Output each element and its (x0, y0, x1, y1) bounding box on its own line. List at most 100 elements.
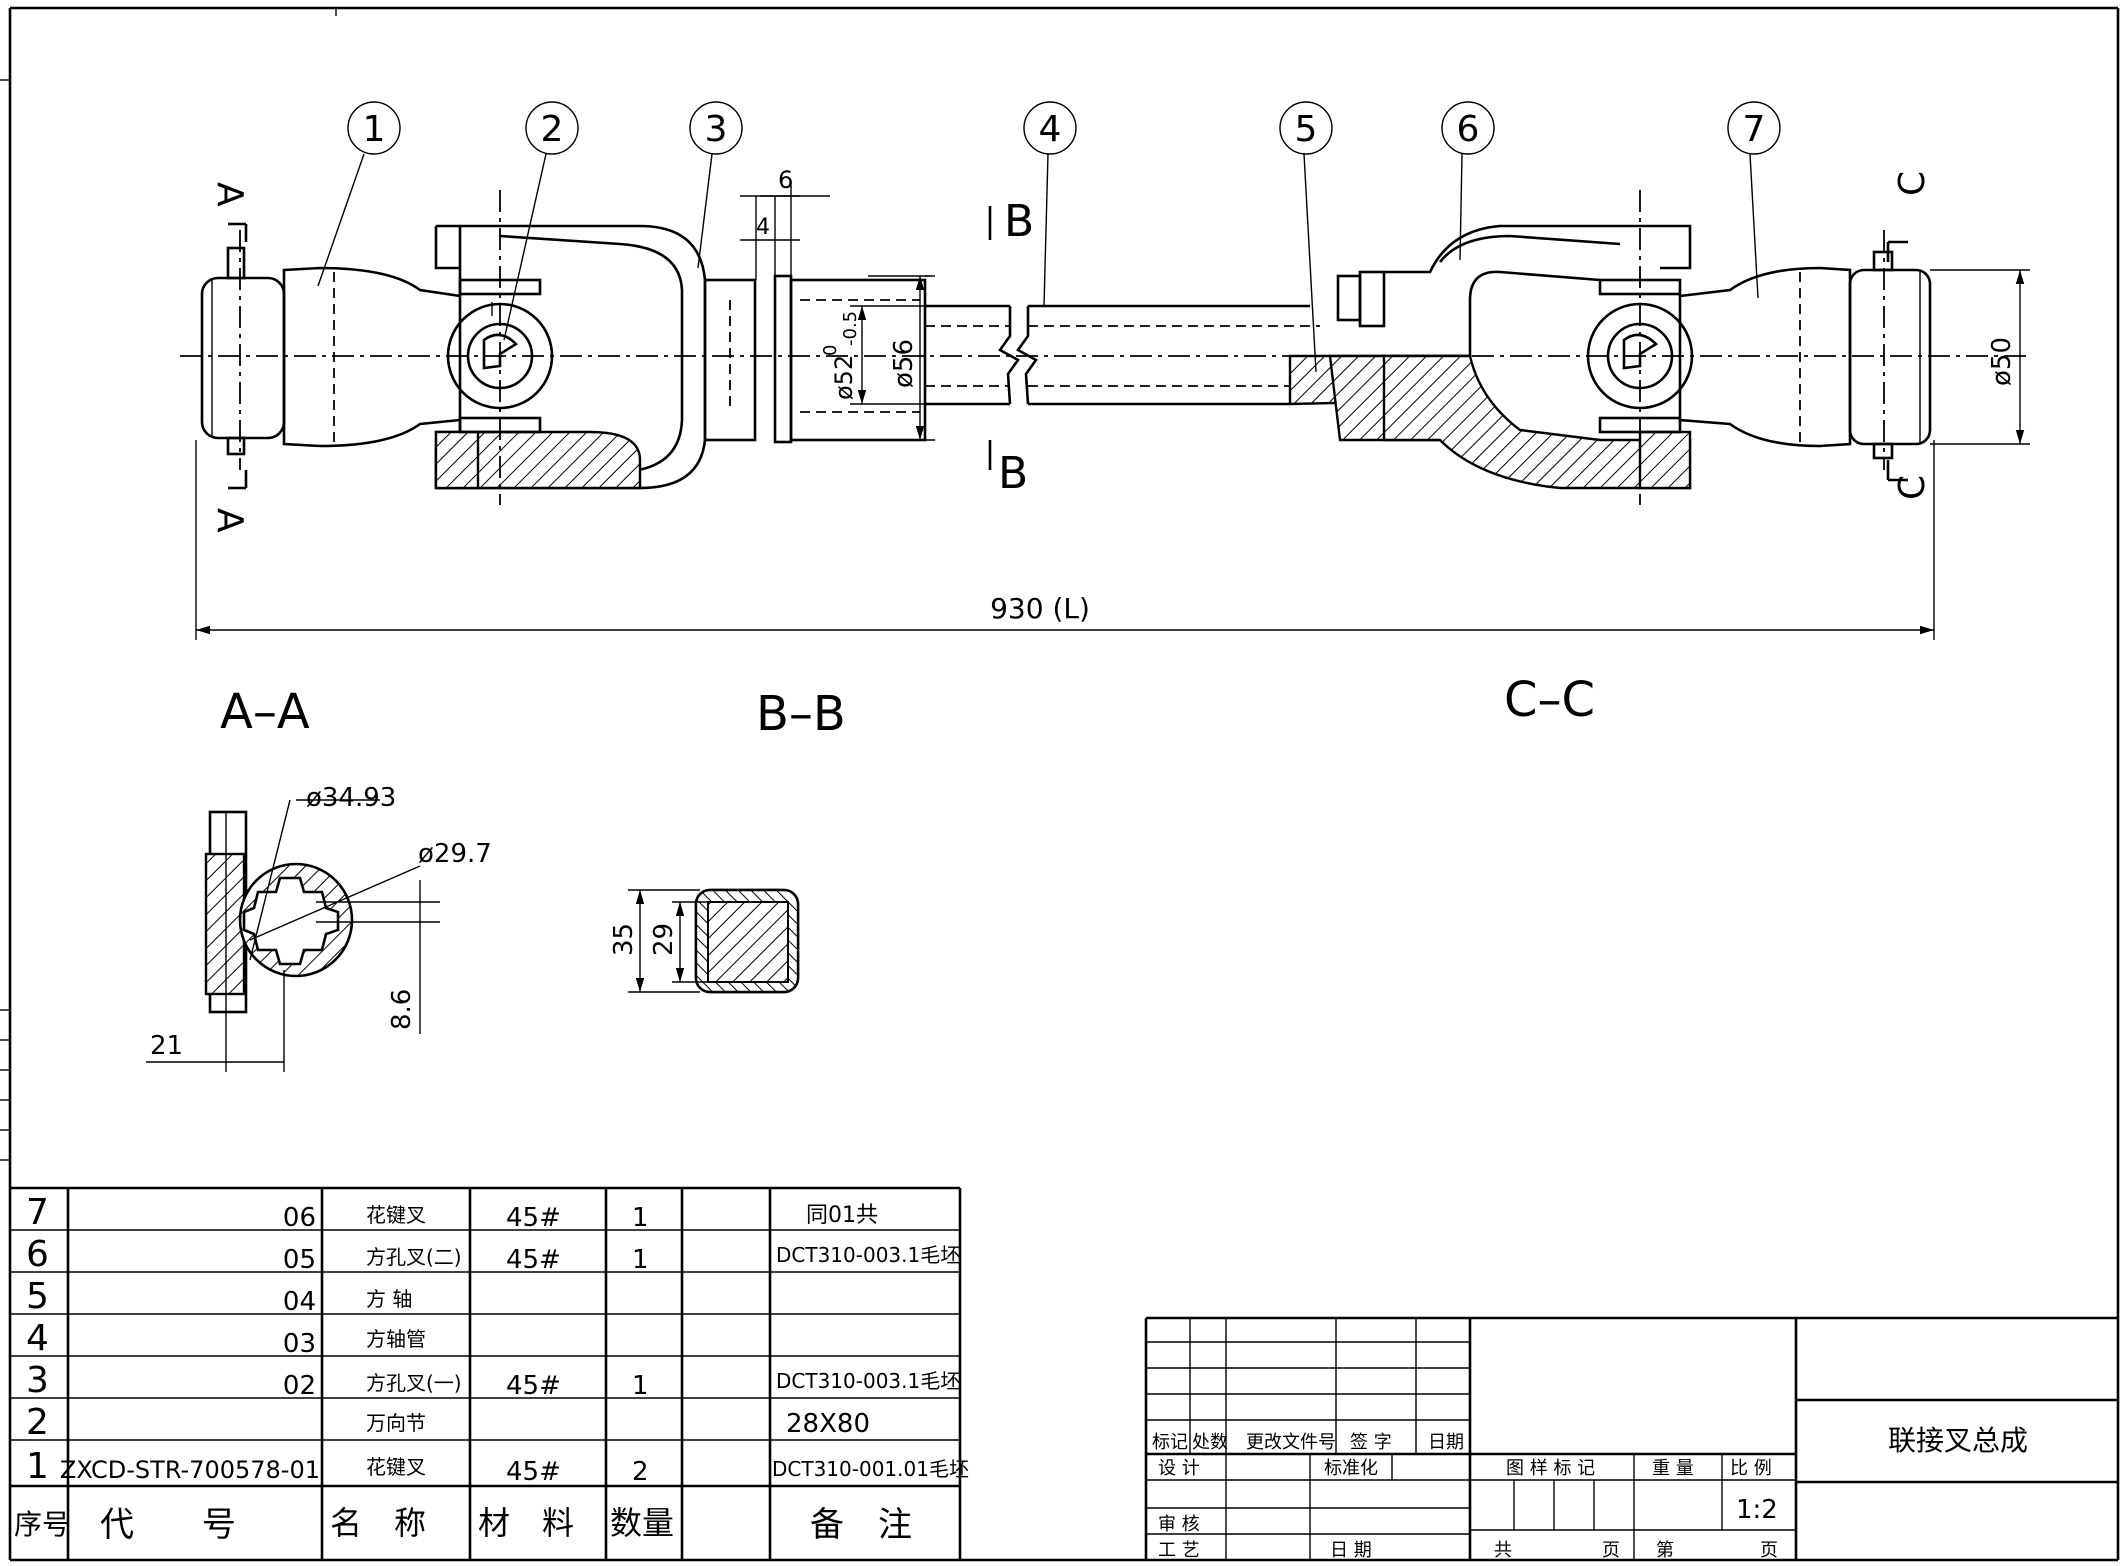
label-scale: 比 例 (1730, 1458, 1772, 1479)
bom-header: 序号 代 号 名 称 材 料 数量 备 注 (14, 1504, 912, 1545)
svg-text:2: 2 (541, 109, 564, 150)
width-6-dim: 6 (778, 166, 793, 194)
svg-text:6: 6 (1457, 109, 1480, 150)
svg-text:28X80: 28X80 (786, 1409, 870, 1439)
svg-text:方 轴: 方 轴 (366, 1287, 412, 1311)
label-no: 第 (1656, 1540, 1674, 1561)
svg-text:1: 1 (363, 109, 386, 150)
section-mark-a-top: A (209, 182, 250, 207)
size-29-dim: 29 (649, 923, 679, 956)
title-block: 标记 处数 更改文件号 签 字 日期 设 计 标准化 审 核 工 艺 日 期 图… (1144, 1316, 2118, 1561)
svg-text:方孔叉(二): 方孔叉(二) (366, 1245, 462, 1269)
height-86-dim: 8.6 (387, 989, 417, 1030)
svg-text:06: 06 (283, 1203, 316, 1233)
svg-text:代 号: 代 号 (100, 1505, 236, 1545)
svg-text:45#: 45# (506, 1457, 561, 1487)
rev-header-count: 处数 (1192, 1432, 1228, 1453)
svg-text:万向节: 万向节 (366, 1411, 426, 1435)
svg-text:ZXCD-STR-700578-01: ZXCD-STR-700578-01 (60, 1456, 320, 1484)
balloon-3: 3 (689, 101, 743, 269)
balloon-4: 4 (1023, 101, 1077, 307)
label-standard: 标准化 (1324, 1458, 1378, 1479)
svg-text:02: 02 (283, 1371, 316, 1401)
svg-text:03: 03 (283, 1329, 316, 1359)
svg-text:5: 5 (1295, 109, 1318, 150)
balloon-2: 2 (503, 101, 579, 341)
svg-text:45#: 45# (506, 1371, 561, 1401)
svg-text:数量: 数量 (610, 1504, 674, 1542)
svg-text:5: 5 (26, 1276, 49, 1317)
tolerance-upper: 0 (820, 345, 841, 356)
rev-header-doc: 更改文件号 (1246, 1432, 1336, 1453)
balloon-6: 6 (1441, 101, 1495, 261)
svg-text:4: 4 (26, 1318, 49, 1359)
section-mark-b-top: B (1004, 196, 1034, 247)
bom-table: 7 06 花键叉 45# 1 同01共 6 05 方孔叉(二) 45# 1 DC… (10, 1186, 969, 1560)
svg-text:3: 3 (26, 1360, 49, 1401)
section-mark-c-top: C (1892, 171, 1933, 196)
bom-row-3: 3 02 方孔叉(一) 45# 1 DCT310-003.1毛坯 (26, 1360, 960, 1401)
label-sheet: 页 (1602, 1540, 1620, 1561)
svg-text:6: 6 (26, 1234, 49, 1275)
svg-text:7: 7 (26, 1192, 49, 1233)
svg-text:DCT310-003.1毛坯: DCT310-003.1毛坯 (776, 1369, 960, 1393)
drawing-title: 联接叉总成 (1888, 1424, 2028, 1457)
svg-text:05: 05 (283, 1245, 316, 1275)
bom-row-4: 4 03 方轴管 (26, 1318, 426, 1359)
diameter-52-dim: ø52 (830, 355, 858, 400)
svg-text:1: 1 (632, 1203, 649, 1233)
overall-length-dim: 930 (L) (990, 592, 1090, 625)
view-title-cc: C–C (1504, 672, 1595, 728)
width-4-dim: 4 (756, 215, 770, 240)
assembly-main-view: 930 (L) ø56 ø52 0 -0.5 6 4 ø50 A A (180, 101, 2030, 640)
svg-text:45#: 45# (506, 1245, 561, 1275)
rev-header-mark: 标记 (1152, 1432, 1188, 1453)
svg-text:DCT310-003.1毛坯: DCT310-003.1毛坯 (776, 1243, 960, 1267)
view-title-aa: A–A (220, 684, 310, 740)
label-page: 页 (1760, 1540, 1778, 1561)
svg-text:4: 4 (1039, 109, 1062, 150)
svg-text:方孔叉(一): 方孔叉(一) (366, 1371, 462, 1395)
svg-text:花键叉: 花键叉 (366, 1455, 426, 1479)
label-total: 共 (1494, 1540, 1512, 1561)
size-35-dim: 35 (609, 923, 639, 956)
scale-value: 1:2 (1736, 1495, 1778, 1525)
bom-row-5: 5 04 方 轴 (26, 1276, 412, 1317)
svg-text:7: 7 (1743, 109, 1766, 150)
section-mark-b-bottom: B (998, 448, 1028, 499)
bom-row-6: 6 05 方孔叉(二) 45# 1 DCT310-003.1毛坯 (26, 1234, 960, 1275)
label-weight: 重 量 (1652, 1458, 1694, 1479)
svg-text:名 称: 名 称 (330, 1504, 426, 1542)
label-process: 工 艺 (1158, 1540, 1200, 1561)
svg-text:1: 1 (632, 1245, 649, 1275)
svg-text:1: 1 (26, 1446, 49, 1487)
svg-text:花键叉: 花键叉 (366, 1203, 426, 1227)
svg-text:04: 04 (283, 1287, 316, 1317)
label-date: 日 期 (1330, 1540, 1372, 1561)
svg-text:2: 2 (632, 1457, 649, 1487)
svg-text:45#: 45# (506, 1203, 561, 1233)
bom-row-2: 2 万向节 28X80 (26, 1402, 870, 1443)
diameter-50-dim: ø50 (1987, 337, 2017, 386)
section-mark-a-bottom: A (209, 508, 250, 533)
tolerance-lower: -0.5 (840, 311, 861, 346)
svg-text:DCT310-001.01毛坯: DCT310-001.01毛坯 (772, 1457, 969, 1481)
svg-text:1: 1 (632, 1371, 649, 1401)
rev-header-sign: 签 字 (1350, 1432, 1392, 1453)
svg-text:材 料: 材 料 (478, 1504, 574, 1542)
width-21-dim: 21 (150, 1031, 183, 1061)
section-aa-view: ø34.93 ø29.7 8.6 21 (146, 783, 492, 1072)
svg-text:方轴管: 方轴管 (366, 1327, 426, 1351)
balloon-7: 7 (1727, 101, 1781, 299)
balloon-1: 1 (317, 101, 401, 287)
svg-text:序号: 序号 (14, 1508, 70, 1541)
balloon-5: 5 (1279, 101, 1333, 373)
bom-row-1: 1 ZXCD-STR-700578-01 花键叉 45# 2 DCT310-00… (26, 1446, 969, 1487)
label-review: 审 核 (1158, 1514, 1200, 1535)
label-mark: 图 样 标 记 (1506, 1458, 1595, 1479)
rev-header-date: 日期 (1428, 1432, 1464, 1453)
svg-text:2: 2 (26, 1402, 49, 1443)
section-bb-view: 35 29 (609, 888, 800, 994)
drawing-border (0, 6, 2120, 1562)
